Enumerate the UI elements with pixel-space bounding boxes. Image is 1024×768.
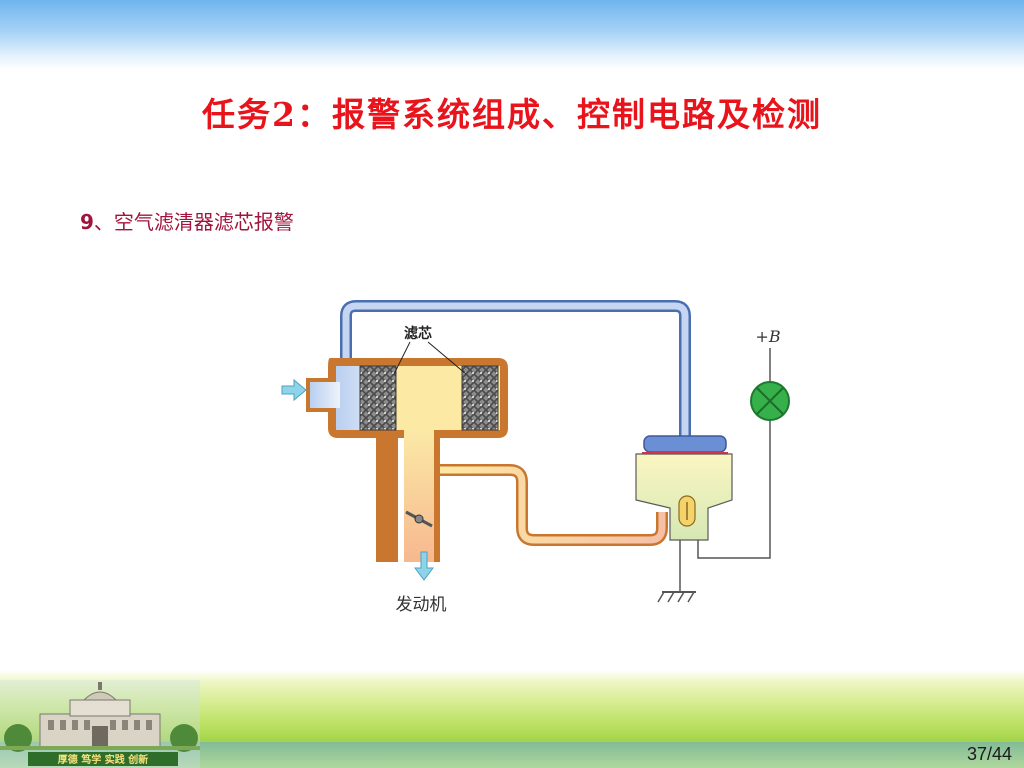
warning-lamp-icon bbox=[750, 381, 790, 421]
intake-arrow bbox=[281, 378, 307, 402]
air-filter-alarm-diagram: 滤芯 发动机 +B bbox=[281, 300, 790, 615]
slide-title: 任务2：报警系统组成、控制电路及检测 bbox=[202, 95, 822, 134]
filter-housing bbox=[306, 358, 508, 562]
filter-label: 滤芯 bbox=[404, 325, 432, 342]
filter-label-leader-left bbox=[393, 341, 411, 375]
bottom-gradient-band bbox=[0, 670, 1024, 768]
filter-element-left bbox=[359, 365, 397, 431]
subheading-text: 、空气滤清器滤芯报警 bbox=[93, 210, 294, 234]
vacuum-switch bbox=[635, 435, 733, 541]
filter-element-right bbox=[461, 365, 499, 431]
top-gradient-band bbox=[0, 0, 1024, 70]
power-label: +B bbox=[755, 327, 780, 346]
outlet-pipe bbox=[440, 464, 668, 546]
logo-motto: 厚德 笃学 实践 创新 bbox=[58, 753, 148, 766]
school-logo: 厚德 笃学 实践 创新 bbox=[0, 680, 200, 768]
page-number: 37/44 bbox=[966, 744, 1012, 764]
lamp-wire bbox=[697, 420, 771, 559]
filter-label-leader-right bbox=[427, 341, 467, 375]
outflow-arrow bbox=[414, 551, 434, 581]
subheading-number: 9 bbox=[80, 210, 94, 234]
engine-label: 发动机 bbox=[396, 595, 447, 615]
section-subheading: 9、空气滤清器滤芯报警 bbox=[80, 206, 294, 235]
